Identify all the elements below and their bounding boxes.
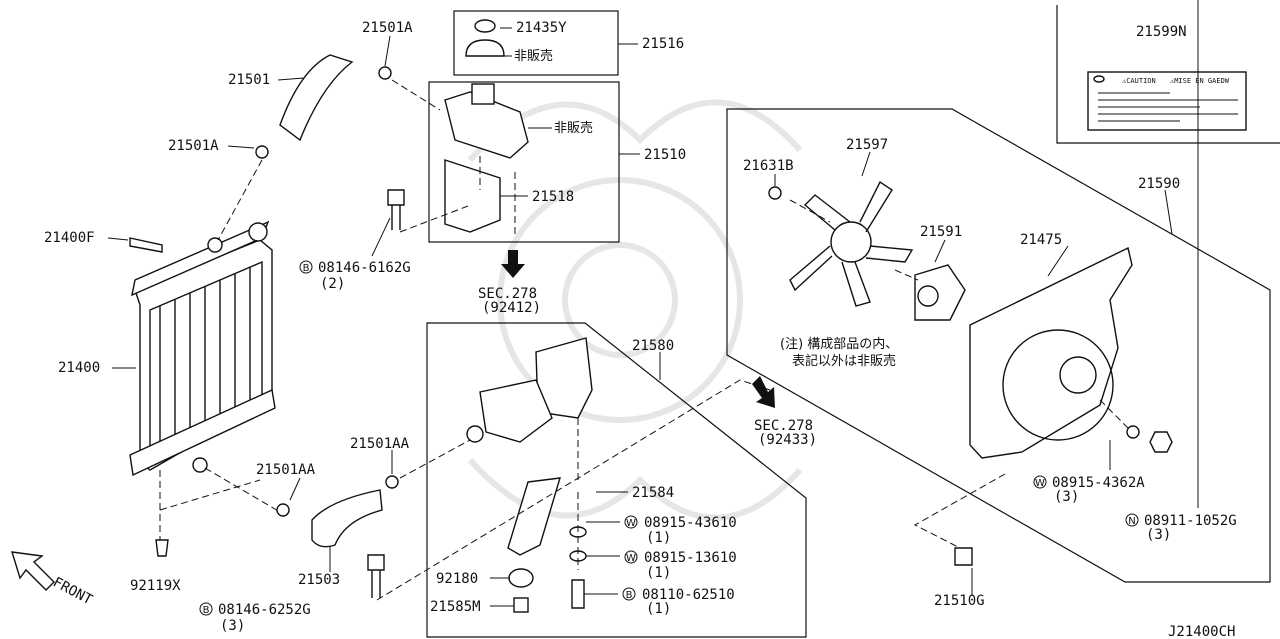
- label-08915-43610: 08915-43610: [644, 515, 737, 531]
- label-box: [1056, 5, 1280, 144]
- fastener-drawings: [129, 66, 1173, 598]
- circle-markers: B B W W B W N: [199, 260, 1139, 616]
- label-21400: 21400: [58, 360, 100, 376]
- label-21510: 21510: [644, 147, 686, 163]
- label-21631B: 21631B: [743, 158, 794, 174]
- label-21591: 21591: [920, 224, 962, 240]
- label-non-sale-2: 非販売: [554, 120, 593, 136]
- label-08915-4362A: 08915-4362A: [1052, 475, 1145, 491]
- marker-w-3: W: [1035, 478, 1045, 489]
- shroud-drawing: [969, 246, 1133, 459]
- marker-b-1: B: [203, 605, 210, 616]
- label-21501: 21501: [228, 72, 270, 88]
- part-labels: 21501A 21501 21501A 21400F 21400 92119X …: [44, 20, 1237, 639]
- leader-lines: [107, 0, 1199, 607]
- label-21503: 21503: [298, 572, 340, 588]
- cap-box: [453, 10, 619, 76]
- label-21501A-top: 21501A: [362, 20, 413, 36]
- label-08915-13610-qty: (1): [646, 565, 671, 581]
- upper-hose-drawing: [279, 54, 354, 142]
- label-21501AA-a: 21501AA: [350, 436, 410, 452]
- label-08146-6252G-qty: (3): [220, 618, 245, 634]
- marker-b-3: B: [626, 590, 633, 601]
- label-21510G: 21510G: [934, 593, 985, 609]
- label-21518: 21518: [532, 189, 574, 205]
- caution-label-right: ⚠MISE EN GAEDW: [1170, 77, 1230, 85]
- lower-hose-drawing: [311, 489, 383, 548]
- label-21599N: 21599N: [1136, 24, 1187, 40]
- label-sec278-a: SEC.278: [478, 286, 537, 302]
- label-08911-1052G: 08911-1052G: [1144, 513, 1237, 529]
- label-08146-6162G-qty: (2): [320, 276, 345, 292]
- radiator-drawing: [129, 220, 276, 477]
- fan-box: [726, 108, 1271, 583]
- diagram-id: J21400CH: [1168, 624, 1235, 639]
- marker-w-1: W: [626, 518, 636, 529]
- label-08146-6162G: 08146-6162G: [318, 260, 411, 276]
- label-21590: 21590: [1138, 176, 1180, 192]
- label-08146-6252G: 08146-6252G: [218, 602, 311, 618]
- front-label: FRONT: [50, 574, 95, 608]
- label-21580: 21580: [632, 338, 674, 354]
- reservoir-drawing: [444, 19, 529, 233]
- label-sec278-b-num: (92433): [758, 432, 817, 448]
- label-21501AA-b: 21501AA: [256, 462, 316, 478]
- label-08911-1052G-qty: (3): [1146, 527, 1171, 543]
- label-21516: 21516: [642, 36, 684, 52]
- label-sec278-a-num: (92412): [482, 300, 541, 316]
- label-21584: 21584: [632, 485, 674, 501]
- label-sec278-b: SEC.278: [754, 418, 813, 434]
- caution-label-left: ⚠CAUTION: [1122, 77, 1156, 85]
- reservoir-box: [428, 81, 620, 243]
- marker-n-1: N: [1128, 516, 1135, 527]
- label-non-sale-1: 非販売: [514, 48, 553, 64]
- label-21597: 21597: [846, 137, 888, 153]
- label-21501A: 21501A: [168, 138, 219, 154]
- label-08915-13610: 08915-13610: [644, 550, 737, 566]
- section-arrows: [501, 250, 775, 408]
- label-08915-43610-qty: (1): [646, 530, 671, 546]
- caution-label: ⚠CAUTION ⚠MISE EN GAEDW: [1087, 71, 1247, 131]
- pump-box: [426, 322, 807, 638]
- fan-drawing: [789, 180, 966, 321]
- marker-w-2: W: [626, 553, 636, 564]
- front-arrow-icon: [11, 551, 55, 591]
- note-line-2: 表記以外は非販売: [792, 353, 896, 369]
- label-21585M: 21585M: [430, 599, 481, 615]
- label-92119X: 92119X: [130, 578, 181, 594]
- label-08110-62510-qty: (1): [646, 601, 671, 617]
- label-08110-62510: 08110-62510: [642, 587, 735, 603]
- label-92180: 92180: [436, 571, 478, 587]
- label-21400F: 21400F: [44, 230, 95, 246]
- label-08915-4362A-qty: (3): [1054, 489, 1079, 505]
- label-21475: 21475: [1020, 232, 1062, 248]
- label-21435Y: 21435Y: [516, 20, 567, 36]
- marker-b-2: B: [303, 263, 310, 274]
- note-line-1: (注) 構成部品の内、: [780, 336, 898, 352]
